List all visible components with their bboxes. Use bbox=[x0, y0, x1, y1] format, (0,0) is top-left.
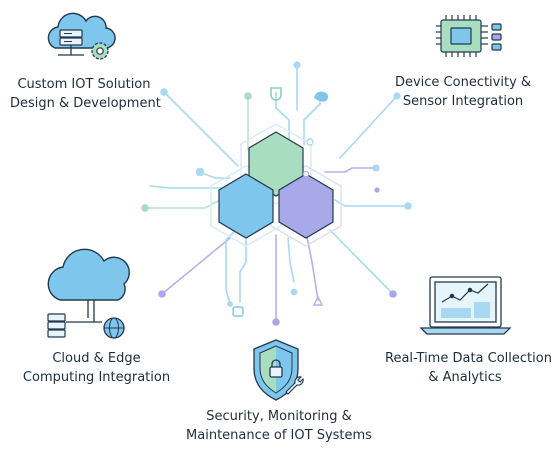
feature-label-custom-iot: Custom IOT Solution Design & Development bbox=[10, 75, 161, 113]
node-ring bbox=[306, 138, 314, 146]
node bbox=[195, 167, 205, 177]
feature-label-line: Maintenance of IOT Systems bbox=[186, 428, 372, 443]
circuit-line bbox=[329, 229, 394, 295]
circuit-line bbox=[239, 239, 247, 303]
node bbox=[393, 92, 401, 100]
circuit-line bbox=[163, 91, 239, 167]
node bbox=[404, 202, 412, 210]
circuit-line bbox=[225, 231, 235, 305]
feature-label-security: Security, Monitoring & Maintenance of IO… bbox=[186, 407, 372, 445]
feature-label-line: Security, Monitoring & bbox=[206, 409, 352, 424]
node bbox=[293, 61, 301, 69]
node bbox=[290, 288, 298, 296]
node bbox=[244, 92, 252, 100]
feature-label-line: Device Conectivity & bbox=[394, 75, 532, 90]
node-ring bbox=[302, 170, 310, 178]
feature-label-line: Cloud & Edge bbox=[52, 351, 141, 366]
node bbox=[272, 318, 280, 326]
node bbox=[141, 204, 149, 212]
blob-icon bbox=[314, 91, 328, 102]
feature-label-cloud-edge: Cloud & Edge Computing Integration bbox=[14, 349, 179, 387]
circuit-line bbox=[305, 231, 319, 301]
circuit-line bbox=[324, 167, 377, 173]
circuit-lines bbox=[144, 64, 409, 323]
circuit-line bbox=[161, 237, 231, 295]
hex-blue bbox=[218, 173, 274, 239]
node bbox=[227, 301, 233, 307]
node bbox=[160, 88, 168, 96]
node bbox=[372, 164, 380, 172]
feature-label-line: Custom IOT Solution bbox=[17, 77, 151, 92]
hex-green bbox=[248, 131, 304, 197]
feature-label-realtime-data: Real-Time Data Collection & Analytics bbox=[385, 349, 552, 387]
laptop-analytics-icon bbox=[419, 276, 512, 335]
hex-purple bbox=[278, 173, 334, 239]
pad-icon bbox=[270, 87, 282, 101]
feature-label-line: Design & Development bbox=[10, 96, 161, 111]
node bbox=[158, 290, 166, 298]
chip-pins bbox=[436, 15, 488, 57]
circuit-line bbox=[303, 97, 321, 146]
cloud-server-gear-icon bbox=[47, 12, 116, 60]
circuit-line bbox=[334, 199, 409, 207]
circuit-nodes bbox=[141, 61, 412, 326]
circuit-line bbox=[287, 237, 295, 283]
warning-pad-icon bbox=[312, 295, 324, 306]
cloud-network-icon bbox=[47, 248, 130, 339]
circuit-line bbox=[144, 199, 221, 209]
feature-label-line: & Analytics bbox=[428, 370, 502, 385]
hex-cluster bbox=[210, 123, 342, 247]
chip-pad-icon bbox=[232, 306, 244, 317]
feature-label-line: Computing Integration bbox=[22, 370, 171, 385]
shield-lock-wrench-icon bbox=[253, 339, 304, 401]
feature-label-device-connectivity: Device Conectivity & Sensor Integration bbox=[388, 73, 538, 111]
microchip-icon bbox=[436, 15, 502, 57]
feature-label-line: Sensor Integration bbox=[402, 94, 524, 109]
node bbox=[374, 187, 380, 193]
feature-label-line: Real-Time Data Collection bbox=[385, 351, 552, 366]
node bbox=[389, 290, 397, 298]
circuit-line bbox=[149, 185, 223, 189]
circuit-line bbox=[339, 95, 398, 159]
